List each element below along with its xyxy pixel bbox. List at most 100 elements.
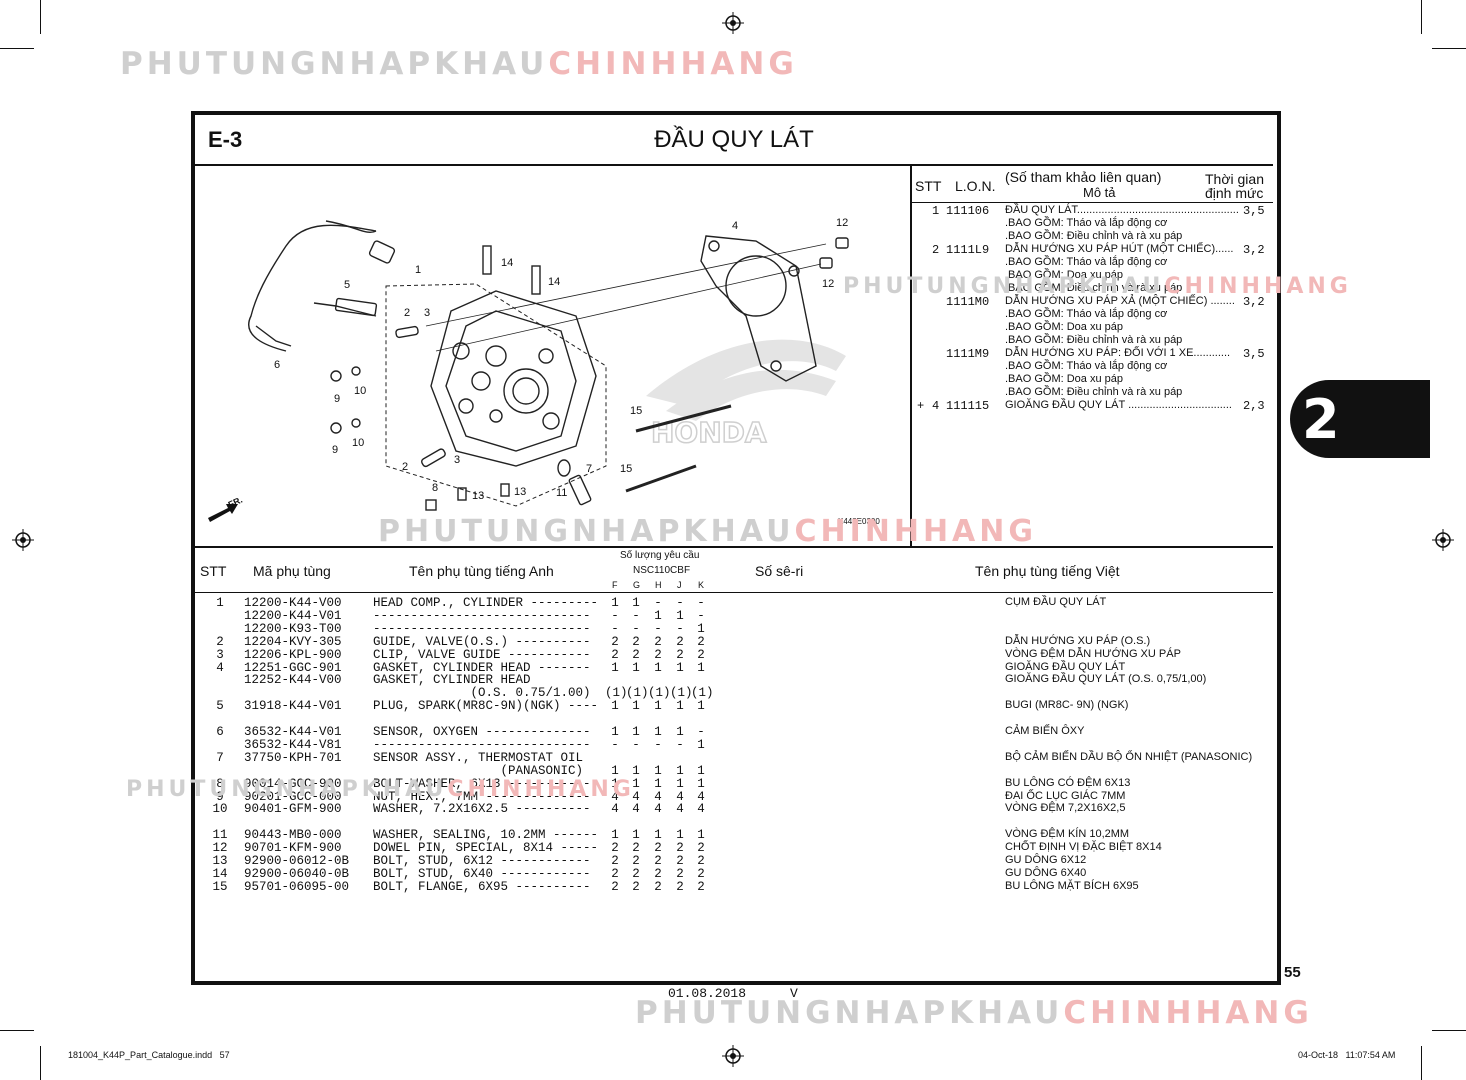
row-qty: 2 xyxy=(654,866,662,881)
row-part-number: 31918-K44-V01 xyxy=(244,699,342,714)
lon-code: 111106 xyxy=(946,204,990,218)
callout-4: 4 xyxy=(732,220,738,232)
parts-header-part-no: Mã phụ tùng xyxy=(253,563,331,579)
row-stt: 2 xyxy=(216,634,224,649)
lon-stt: 1 xyxy=(932,204,940,218)
lon-desc: .BAO GỒM: Doa xu páp xyxy=(1005,269,1123,281)
row-name-vn: VÒNG ĐỆM DẪN HƯỚNG XU PÁP xyxy=(1005,647,1181,660)
header-divider xyxy=(195,164,1273,166)
section-code: E-3 xyxy=(208,127,243,152)
row-qty: 4 xyxy=(654,789,662,804)
exploded-diagram: HONDA xyxy=(208,217,880,526)
row-name-en: BOLT, STUD, 6X40 ------------ xyxy=(373,866,591,881)
lon-header-time-2: định mức xyxy=(1205,185,1264,201)
row-qty: - xyxy=(611,608,619,623)
row-qty: - xyxy=(611,621,619,636)
row-part-number: 92900-06040-0B xyxy=(244,866,350,881)
callout-11: 11 xyxy=(556,487,567,499)
callout-2: 2 xyxy=(402,461,408,473)
row-part-number: 92900-06012-0B xyxy=(244,854,350,868)
row-qty: 1 xyxy=(676,776,684,791)
row-qty: (1) xyxy=(605,686,628,701)
row-qty: 1 xyxy=(611,660,619,675)
lon-time: 3,5 xyxy=(1243,347,1265,361)
row-name-en: CLIP, VALVE GUIDE ----------- xyxy=(373,647,591,662)
row-qty: (1) xyxy=(691,686,714,701)
lon-time: 3,5 xyxy=(1243,204,1265,218)
lon-code: 111115 xyxy=(946,399,990,413)
row-name-vn: GU DÔNG 6X40 xyxy=(1005,866,1087,879)
row-qty: 1 xyxy=(654,763,662,778)
row-qty: 2 xyxy=(611,879,619,894)
row-qty: 2 xyxy=(654,879,662,894)
callout-15: 15 xyxy=(630,405,642,417)
file-name: 181004_K44P_Part_Catalogue.indd 57 xyxy=(68,1050,230,1060)
row-qty: 4 xyxy=(676,802,684,817)
row-qty: 1 xyxy=(676,660,684,675)
row-part-number: 12200-K44-V00 xyxy=(244,596,342,610)
row-name-en: GASKET, CYLINDER HEAD ------- xyxy=(373,660,591,675)
row-qty: 1 xyxy=(632,828,640,843)
callout-14: 14 xyxy=(548,276,560,288)
row-name-en: ----------------------------- xyxy=(373,737,591,752)
row-qty: 2 xyxy=(632,854,640,868)
row-qty: - xyxy=(697,608,705,623)
callout-3: 3 xyxy=(424,307,430,319)
lon-desc: .BAO GỒM: Tháo và lắp động cơ xyxy=(1005,256,1168,268)
row-name-en: GASKET, CYLINDER HEAD xyxy=(373,673,531,688)
lon-stt: 4 xyxy=(932,399,940,413)
crop-mark xyxy=(0,1030,34,1031)
lon-header-divider xyxy=(912,202,1273,203)
parts-header-model: NSC110CBF xyxy=(633,565,691,576)
row-name-vn: ĐAI ỐC LỤC GIÁC 7MM xyxy=(1005,789,1126,802)
row-qty: (1) xyxy=(626,686,649,701)
row-name-en: SENSOR, OXYGEN -------------- xyxy=(373,725,591,739)
row-qty: 2 xyxy=(611,634,619,649)
row-part-number: 90401-GFM-900 xyxy=(244,802,342,817)
callout-5: 5 xyxy=(344,279,350,291)
lon-header-time: Thời gian xyxy=(1205,171,1264,187)
row-stt: 6 xyxy=(216,725,224,739)
row-qty: 1 xyxy=(697,776,705,791)
watermark: PHUTUNGNHAPKHAUCHINHHANG xyxy=(843,274,1352,299)
row-stt: 4 xyxy=(216,660,224,675)
row-qty: 2 xyxy=(611,841,619,856)
row-stt: 14 xyxy=(212,866,228,881)
parts-header-name-vn: Tên phụ tùng tiếng Việt xyxy=(975,563,1120,579)
row-qty: 4 xyxy=(654,802,662,817)
row-qty: - xyxy=(676,737,684,752)
row-qty: 2 xyxy=(611,854,619,868)
callout-10: 10 xyxy=(354,385,366,397)
lon-prefix: + xyxy=(917,399,925,413)
callout-14: 14 xyxy=(501,257,513,269)
row-stt: 5 xyxy=(216,699,224,714)
row-name-vn: CHỐT ĐỊNH VỊ ĐẶC BIỆT 8X14 xyxy=(1005,841,1162,854)
row-part-number: 90443-MB0-000 xyxy=(244,828,342,843)
row-qty: 1 xyxy=(632,725,640,739)
row-name-vn: DẪN HƯỚNG XU PÁP (O.S.) xyxy=(1005,634,1151,647)
row-qty: - xyxy=(654,621,662,636)
parts-header-name-en: Tên phụ tùng tiếng Anh xyxy=(409,563,554,579)
callout-13: 13 xyxy=(514,486,526,498)
qty-column-header: K xyxy=(698,580,705,590)
row-name-en: NUT, HEX., 7MM -------------- xyxy=(373,789,591,804)
row-qty: 2 xyxy=(697,647,705,662)
row-name-vn: BU LÔNG MẶT BÍCH 6X95 xyxy=(1005,879,1139,892)
lon-desc: .BAO GỒM: Tháo và lắp động cơ xyxy=(1005,217,1168,229)
row-qty: 1 xyxy=(676,699,684,714)
callout-7: 7 xyxy=(586,463,592,475)
section-tab-number: 2 xyxy=(1302,388,1340,451)
row-qty: 4 xyxy=(676,789,684,804)
row-qty: 1 xyxy=(611,776,619,791)
callout-15: 15 xyxy=(620,463,632,475)
page-number: 55 xyxy=(1284,964,1301,981)
row-qty: 1 xyxy=(676,725,684,739)
lon-desc: .BAO GỒM: Điều chỉnh và rà xu páp xyxy=(1005,282,1183,294)
row-name-vn: BỘ CẢM BIẾN DẦU BỘ ỔN NHIỆT (PANASONIC) xyxy=(1005,750,1253,763)
lon-desc: .BAO GỒM: Điều chỉnh và rà xu páp xyxy=(1005,386,1183,398)
crop-mark xyxy=(1432,1030,1466,1031)
row-qty: 1 xyxy=(654,608,662,623)
row-qty: 2 xyxy=(654,634,662,649)
row-name-vn: CỤM ĐẦU QUY LÁT xyxy=(1005,596,1107,608)
row-qty: 4 xyxy=(632,789,640,804)
